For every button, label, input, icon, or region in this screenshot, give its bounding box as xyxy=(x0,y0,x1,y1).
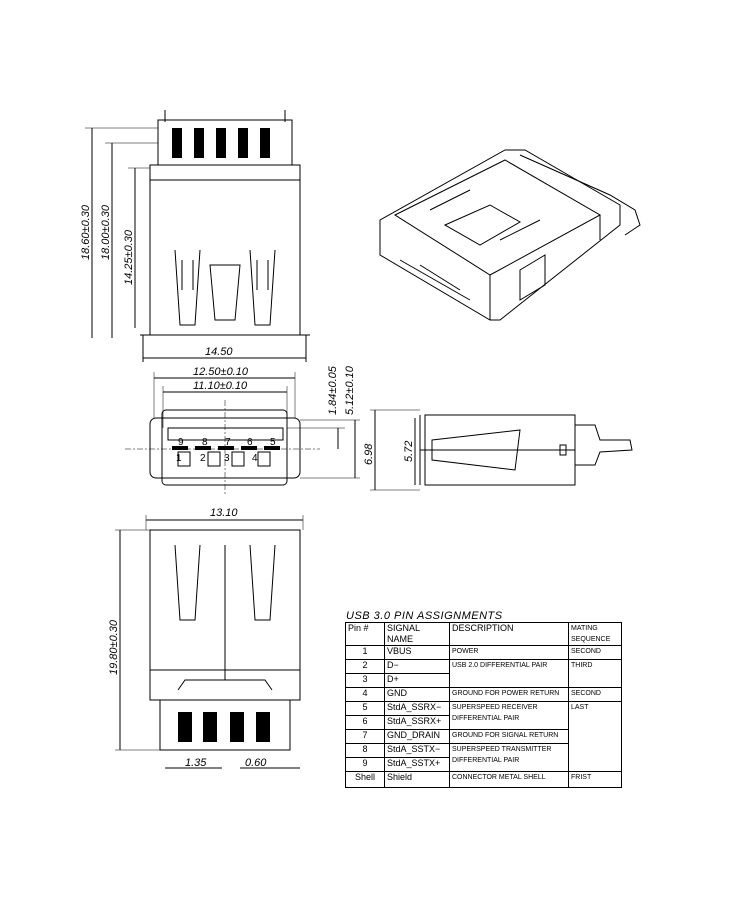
front-view-dimensions: 12.50±0.10 11.10±0.10 1.84±0.05 5.12±0.1… xyxy=(153,365,420,491)
dim-tongue-offset: 1.84±0.05 xyxy=(327,365,339,415)
pin-cell: 5 xyxy=(345,701,385,716)
pin-cell: 3 xyxy=(345,673,385,688)
dim-pin-pitch: 1.35 xyxy=(185,757,207,769)
signal-cell: StdA_SSTX+ xyxy=(384,757,450,772)
header-signal: SIGNAL NAME xyxy=(384,622,450,646)
pin-cell: 9 xyxy=(345,757,385,772)
dim-bottom-length: 19.80±0.30 xyxy=(108,619,120,675)
table-row: 1 VBUS POWER SECOND xyxy=(345,645,622,660)
dim-shell-height: 14.25±0.30 xyxy=(123,229,135,285)
signal-cell: Shield xyxy=(384,771,450,788)
dim-top-width: 14.50 xyxy=(205,346,233,358)
pin-label: 3 xyxy=(224,453,230,464)
signal-cell: VBUS xyxy=(384,645,450,660)
dim-outer-width: 12.50±0.10 xyxy=(193,366,249,378)
table-row: 8 StdA_SSTX− SUPERSPEED TRANSMITTER DIFF… xyxy=(345,743,622,772)
dim-inner-width: 11.10±0.10 xyxy=(193,380,248,392)
pin-label: 7 xyxy=(225,437,231,448)
description-cell: SUPERSPEED RECEIVER DIFFERENTIAL PAIR xyxy=(449,701,569,730)
table-row: 5 StdA_SSRX− SUPERSPEED RECEIVER DIFFERE… xyxy=(345,701,622,772)
table-row: 2 D− USB 2.0 DIFFERENTIAL PAIR THIRD xyxy=(345,659,622,688)
dim-pin-width: 0.60 xyxy=(245,757,267,769)
mating-cell: LAST xyxy=(568,701,622,772)
dim-body-height: 18.00±0.30 xyxy=(100,204,112,260)
pin-cell: 4 xyxy=(345,687,385,702)
description-cell: GROUND FOR POWER RETURN xyxy=(449,687,569,702)
mating-cell: SECOND xyxy=(568,645,622,660)
signal-cell: StdA_SSTX− xyxy=(384,743,450,758)
description-cell: USB 2.0 DIFFERENTIAL PAIR xyxy=(449,659,569,688)
signal-cell: StdA_SSRX− xyxy=(384,701,450,716)
signal-cell: StdA_SSRX+ xyxy=(384,715,450,730)
signal-cell: D− xyxy=(384,659,450,674)
dim-bottom-width: 13.10 xyxy=(210,507,238,519)
pin-cell: 2 xyxy=(345,659,385,674)
bottom-view xyxy=(149,529,301,751)
pin-label: 5 xyxy=(270,437,276,448)
pin-label: 2 xyxy=(200,453,206,464)
pin-cell: 8 xyxy=(345,743,385,758)
dim-side-height: 5.72 xyxy=(403,441,415,462)
pin-label: 4 xyxy=(252,453,258,464)
side-view: 5.72 xyxy=(403,414,633,486)
front-view: 9 8 7 6 5 1 2 3 4 xyxy=(125,400,320,495)
pin-assignment-table: Pin # SIGNAL NAME DESCRIPTION MATING SEQ… xyxy=(345,622,622,788)
description-cell: SUPERSPEED TRANSMITTER DIFFERENTIAL PAIR xyxy=(449,743,569,772)
pin-label: 8 xyxy=(202,437,208,448)
mating-cell: THIRD xyxy=(568,659,622,688)
header-pin: Pin # xyxy=(345,622,385,646)
description-cell: CONNECTOR METAL SHELL xyxy=(449,771,569,788)
pin-cell: 7 xyxy=(345,729,385,744)
pin-label: 6 xyxy=(247,437,253,448)
pin-cell: Shell xyxy=(345,771,385,788)
table-row: 4 GND GROUND FOR POWER RETURN SECOND xyxy=(345,687,622,702)
signal-cell: D+ xyxy=(384,673,450,688)
mating-cell: SECOND xyxy=(568,687,622,702)
table-row: 3 D+ xyxy=(345,673,622,688)
table-row: Shell Shield CONNECTOR METAL SHELL FRIST xyxy=(345,771,622,788)
description-cell: POWER xyxy=(449,645,569,660)
pin-label: 1 xyxy=(176,453,182,464)
signal-cell: GND xyxy=(384,687,450,702)
bottom-view-dimensions: 13.10 19.80±0.30 1.35 0.60 xyxy=(108,507,304,769)
mating-cell: FRIST xyxy=(568,771,622,788)
table-row: 6 StdA_SSRX+ xyxy=(345,715,622,730)
isometric-view xyxy=(379,149,641,321)
dim-opening-height: 5.12±0.10 xyxy=(344,365,356,415)
header-description: DESCRIPTION xyxy=(449,622,569,646)
dim-overall-height-front: 6.98 xyxy=(363,443,375,465)
pin-cell: 1 xyxy=(345,645,385,660)
table-title: USB 3.0 PIN ASSIGNMENTS xyxy=(346,610,503,622)
pin-cell: 6 xyxy=(345,715,385,730)
table-header-row: Pin # SIGNAL NAME DESCRIPTION MATING SEQ… xyxy=(345,622,622,646)
header-mating: MATING SEQUENCE xyxy=(568,622,622,646)
description-cell: GROUND FOR SIGNAL RETURN xyxy=(449,729,569,744)
top-view-dimensions: 18.60±0.30 18.00±0.30 14.25±0.30 14.50 xyxy=(80,127,307,362)
signal-cell: GND_DRAIN xyxy=(384,729,450,744)
pin-label: 9 xyxy=(178,437,184,448)
top-view xyxy=(140,110,310,336)
dim-overall-height: 18.60±0.30 xyxy=(80,204,92,260)
